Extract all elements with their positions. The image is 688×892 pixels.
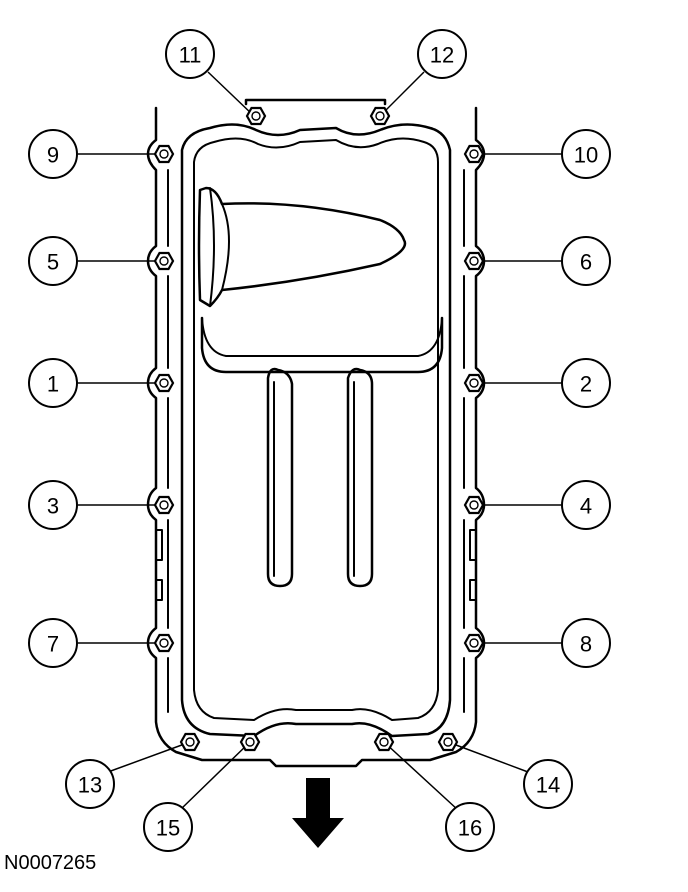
svg-text:7: 7 <box>47 632 59 657</box>
callout-9: 9 <box>28 129 78 179</box>
figure-reference-number: N0007265 <box>4 852 97 874</box>
callout-6: 6 <box>561 236 611 286</box>
bolt-15-head <box>239 732 261 752</box>
bolt-3-head <box>153 495 175 515</box>
windage-baffle <box>200 316 444 374</box>
callout-5: 5 <box>28 236 78 286</box>
bolt-4-head <box>463 495 485 515</box>
callout-14: 14 <box>523 759 573 809</box>
callout-8: 8 <box>561 618 611 668</box>
bolt-2-head <box>463 373 485 393</box>
bolt-8-head <box>463 633 485 653</box>
svg-text:11: 11 <box>179 43 202 68</box>
svg-text:4: 4 <box>580 494 592 519</box>
bolt-12-head <box>369 106 391 126</box>
callouts: 1 2 3 4 5 6 7 8 9 10 11 12 13 14 15 16 <box>28 29 611 852</box>
svg-text:15: 15 <box>156 816 180 841</box>
bolt-1-head <box>153 373 175 393</box>
svg-text:16: 16 <box>458 816 482 841</box>
oil-pickup-tube <box>197 186 407 308</box>
bolt-14-head <box>437 732 459 752</box>
svg-text:1: 1 <box>47 372 59 397</box>
callout-11: 11 <box>165 29 215 79</box>
svg-text:14: 14 <box>536 773 560 798</box>
bolt-heads <box>153 106 485 752</box>
svg-text:2: 2 <box>580 372 592 397</box>
svg-text:12: 12 <box>430 43 454 68</box>
callout-15: 15 <box>143 802 193 852</box>
callout-13: 13 <box>65 759 115 809</box>
bolt-6-head <box>463 251 485 271</box>
bolt-16-head <box>373 732 395 752</box>
callout-1: 1 <box>28 358 78 408</box>
bolt-7-head <box>153 633 175 653</box>
callout-10: 10 <box>561 129 611 179</box>
pan-sealing-outline <box>180 123 452 738</box>
callout-7: 7 <box>28 618 78 668</box>
bolt-9-head <box>153 144 175 164</box>
bolt-11-head <box>245 106 267 126</box>
bolt-5-head <box>153 251 175 271</box>
svg-text:10: 10 <box>574 143 598 168</box>
svg-text:5: 5 <box>47 250 59 275</box>
bolt-13-head <box>179 732 201 752</box>
pan-flange-outline <box>146 98 486 768</box>
svg-text:13: 13 <box>78 773 102 798</box>
svg-text:8: 8 <box>580 632 592 657</box>
pan-ribs <box>266 367 374 588</box>
callout-4: 4 <box>561 480 611 530</box>
bolt-10-head <box>463 144 485 164</box>
callout-3: 3 <box>28 480 78 530</box>
svg-text:6: 6 <box>580 250 592 275</box>
svg-text:9: 9 <box>47 143 59 168</box>
svg-text:3: 3 <box>47 494 59 519</box>
front-direction-arrow-icon <box>292 778 344 848</box>
callout-2: 2 <box>561 358 611 408</box>
callout-16: 16 <box>445 802 495 852</box>
leader-lines <box>78 71 564 811</box>
callout-12: 12 <box>417 29 467 79</box>
